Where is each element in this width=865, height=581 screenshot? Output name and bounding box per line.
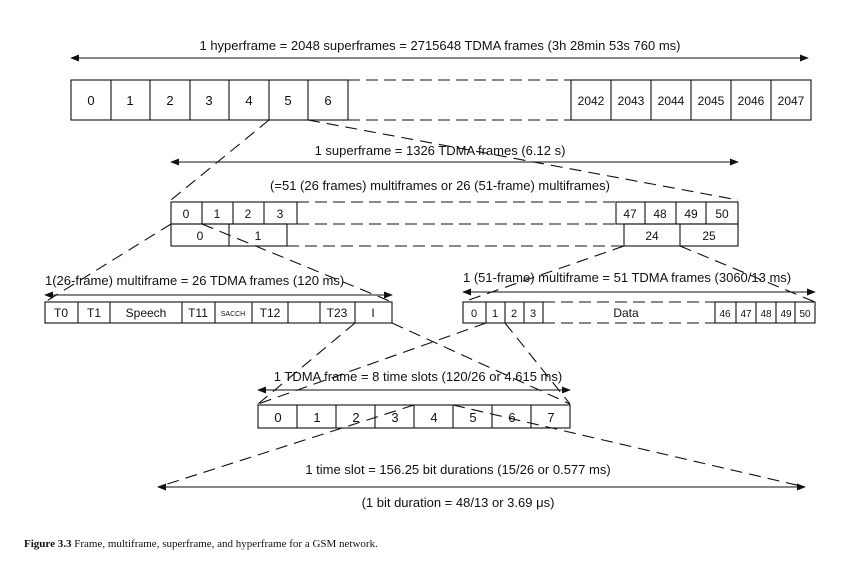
bit-duration-label: (1 bit duration = 48/13 or 3.69 μs): [362, 495, 555, 510]
figure-caption: Figure 3.3 Frame, multiframe, superframe…: [24, 538, 378, 550]
superframe-cell: 1: [255, 229, 262, 243]
time-slot-cell: 6: [508, 410, 515, 425]
time-slot-label: 1 time slot = 156.25 bit durations (15/2…: [305, 462, 610, 477]
superframe-label: 1 superframe = 1326 TDMA frames (6.12 s): [315, 143, 566, 158]
superframe-left-bottom-cells: 0 1: [197, 229, 262, 243]
hyperframe-cell: 2043: [618, 94, 645, 108]
mf26-cell: T0: [54, 306, 68, 320]
mf26-label: 1(26-frame) multiframe = 26 TDMA frames …: [45, 273, 344, 288]
time-slot-cell: 7: [547, 410, 554, 425]
superframe-left-top-cells: 0 1 2 3: [183, 207, 284, 221]
superframe-cell: 2: [245, 207, 252, 221]
hyperframe-label: 1 hyperframe = 2048 superframes = 271564…: [199, 38, 680, 53]
hyperframe-left-block: [70, 79, 349, 121]
hyperframe-cell: 2046: [738, 94, 765, 108]
superframe-zoom-line-left: [170, 119, 270, 201]
hyperframe-cell: 2045: [698, 94, 725, 108]
mf51-data-label: Data: [613, 306, 639, 320]
mf51-cell: 47: [740, 309, 752, 320]
mf26-cell: T11: [188, 306, 208, 320]
mf26-cell: T1: [87, 306, 101, 320]
hyperframe-cell: 1: [126, 93, 133, 108]
superframe-cell: 1: [214, 207, 221, 221]
mf51-cell: 2: [511, 308, 517, 320]
hyperframe-cell: 6: [324, 93, 331, 108]
superframe-cell: 49: [684, 207, 698, 221]
superframe-cell: 24: [645, 229, 659, 243]
mf26-cell: Speech: [126, 306, 167, 320]
slot-zoom-line-right: [452, 404, 806, 488]
tdma-zoom-line-from-mf51-right: [504, 322, 571, 405]
hyperframe-cell: 2: [166, 93, 173, 108]
mf51-cell: 3: [530, 308, 536, 320]
hyperframe-cell: 2044: [658, 94, 685, 108]
mf26-cell: T12: [260, 306, 281, 320]
time-slot-cell: 0: [274, 410, 281, 425]
hyperframe-cell: 4: [245, 93, 252, 108]
mf51-right-block: [714, 301, 816, 324]
time-slot-cell: 2: [352, 410, 359, 425]
hyperframe-cell: 0: [87, 93, 94, 108]
figure-number: Figure 3.3: [24, 538, 72, 550]
superframe-cell: 48: [653, 207, 667, 221]
mf26-zoom-line-right: [201, 223, 393, 303]
mf51-cell: 1: [492, 308, 498, 320]
mf51-cell: 0: [471, 308, 477, 320]
mf51-right-cells: 46 47 48 49 50: [719, 309, 811, 320]
mf51-cell: 49: [780, 309, 792, 320]
tdma-zoom-line-from-mf51-left: [257, 322, 487, 405]
superframe-right-bottom-block: [623, 223, 739, 247]
tdma-zoom-line-from-mf26-right: [391, 322, 571, 405]
mf26-cells: T0 T1 Speech T11 SACCH T12 T23 I: [54, 306, 375, 320]
superframe-cell: 47: [623, 207, 637, 221]
mf26-zoom-line-left: [44, 223, 172, 303]
hyperframe-right-cells: 2042 2043 2044 2045 2046 2047: [578, 94, 805, 108]
superframe-cell: 3: [277, 207, 284, 221]
hyperframe-left-cells: 0 1 2 3 4 5 6: [87, 93, 331, 108]
mf51-cell: 48: [760, 309, 772, 320]
mf51-left-cells: 0 1 2 3: [471, 308, 536, 320]
tdma-zoom-line-from-mf26: [257, 322, 356, 405]
hyperframe-cell: 2042: [578, 94, 605, 108]
time-slot-cell: 1: [313, 410, 320, 425]
superframe-right-bottom-cells: 24 25: [645, 229, 716, 243]
superframe-cell: 0: [183, 207, 190, 221]
superframe-cell: 25: [702, 229, 716, 243]
superframe-sublabel: (=51 (26 frames) multiframes or 26 (51-f…: [270, 178, 610, 193]
superframe-cell: 0: [197, 229, 204, 243]
time-slot-cell: 3: [391, 410, 398, 425]
slot-zoom-line-left: [157, 404, 415, 488]
mf26-cell: I: [371, 306, 374, 320]
superframe-cell: 50: [715, 207, 729, 221]
time-slot-cell: 5: [469, 410, 476, 425]
mf51-label: 1 (51-frame) multiframe = 51 TDMA frames…: [463, 270, 791, 285]
mf26-cell: SACCH: [221, 311, 246, 318]
hyperframe-cell: 3: [205, 93, 212, 108]
tdma-frame-cells: 0 1 2 3 4 5 6 7: [274, 410, 554, 425]
mf51-cell: 46: [719, 309, 731, 320]
mf51-left-block: [462, 301, 544, 324]
mf26-frame-row: [44, 301, 393, 324]
tdma-frame-label: 1 TDMA frame = 8 time slots (120/26 or 4…: [274, 369, 562, 384]
mf51-cell: 50: [799, 309, 811, 320]
superframe-right-top-cells: 47 48 49 50: [623, 207, 729, 221]
time-slot-cell: 4: [430, 410, 437, 425]
figure-caption-text: Frame, multiframe, superframe, and hyper…: [74, 538, 378, 550]
mf26-cell: T23: [327, 306, 348, 320]
hyperframe-cell: 2047: [778, 94, 805, 108]
hyperframe-cell: 5: [284, 93, 291, 108]
